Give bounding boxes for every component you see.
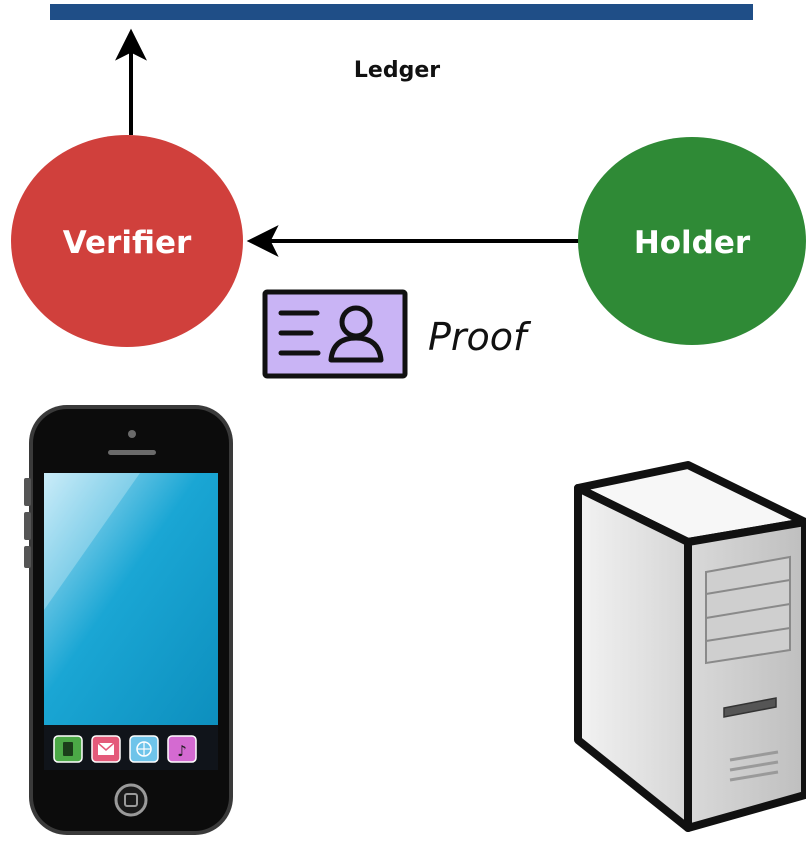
smartphone-icon: ♪	[24, 405, 233, 835]
holder-node: Holder	[578, 137, 806, 345]
server-tower-icon	[574, 461, 806, 832]
ledger-label: Ledger	[354, 58, 440, 83]
svg-text:♪: ♪	[177, 742, 187, 760]
verifier-node: Verifier	[11, 135, 243, 347]
id-card-icon	[262, 289, 408, 379]
holder-label: Holder	[634, 225, 751, 261]
proof-label: Proof	[428, 315, 532, 359]
verifier-label: Verifier	[63, 225, 192, 261]
ledger-bar	[50, 4, 753, 20]
